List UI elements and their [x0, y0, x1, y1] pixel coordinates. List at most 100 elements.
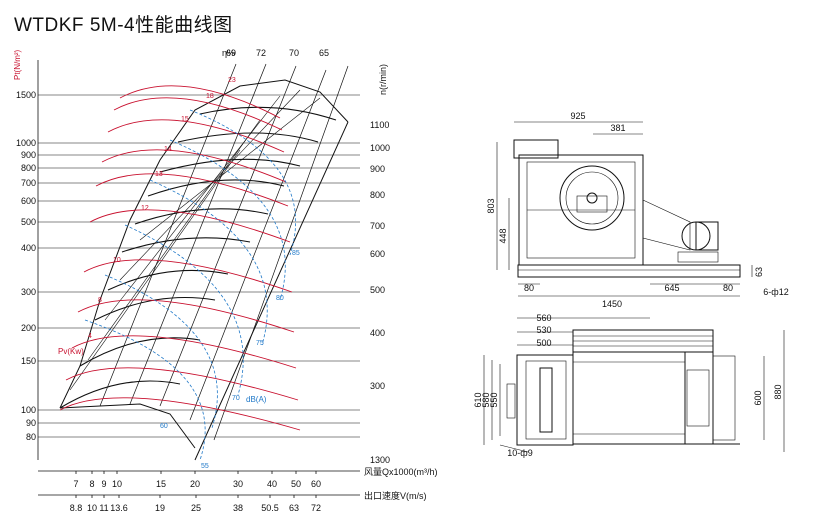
dimension-label: 580: [481, 392, 491, 407]
power-value: 13: [155, 171, 163, 178]
efficiency-line: [99, 63, 237, 407]
x2-tick: 10: [87, 503, 97, 513]
speed-curve: [199, 106, 337, 121]
y-right-tick: 800: [370, 190, 385, 200]
efficiency-lines: [69, 63, 349, 441]
y-right-tick: 1300: [370, 455, 390, 465]
dimension-label: 600: [753, 390, 763, 405]
performance-chart: 1500100090080070060050040030020015010090…: [13, 48, 438, 513]
y-right-tick: 400: [370, 328, 385, 338]
power-curve: [83, 259, 293, 293]
x-tick: 9: [101, 479, 106, 489]
noise-value: 75: [256, 340, 264, 347]
noise-curve: [104, 274, 218, 429]
power-value: 18: [206, 93, 214, 100]
noise-value: 85: [292, 250, 300, 257]
power-curve: [89, 209, 291, 243]
dimension-label: 80: [723, 283, 733, 293]
speed-curve: [177, 132, 319, 143]
efficiency-line: [159, 65, 297, 407]
noise-curve: [189, 109, 296, 256]
efficiency-value: 72: [256, 48, 266, 58]
x-tick: 7: [73, 479, 78, 489]
y-right-tick: 300: [370, 381, 385, 391]
x-tick: 40: [267, 479, 277, 489]
efficiency-line: [104, 95, 281, 321]
x-tick: 15: [156, 479, 166, 489]
x2-tick: 25: [191, 503, 201, 513]
pv-label: Pv(Kw): [58, 347, 84, 356]
x2-tick: 11: [99, 503, 108, 513]
dimension-label: 560: [536, 313, 551, 323]
y-left-tick: 150: [21, 356, 36, 366]
speed-curve: [107, 269, 229, 291]
speed-curve: [159, 158, 301, 173]
noise-curve: [169, 139, 286, 301]
y-left-tick: 1500: [16, 90, 36, 100]
pressure-gridlines: [38, 94, 360, 438]
efficiency-line: [87, 119, 261, 361]
x2-tick: 13.6: [110, 503, 128, 513]
y-left-tick: 80: [26, 432, 36, 442]
dimension-label: 381: [610, 123, 625, 133]
x-axis-label: 风量Qx1000(m³/h): [364, 467, 438, 477]
power-curve: [77, 299, 295, 333]
power-value: 15: [181, 116, 189, 123]
x-tick: 10: [112, 479, 122, 489]
dimension-label: 530: [536, 325, 551, 335]
y-right-tick: 900: [370, 164, 385, 174]
power-value: 12: [141, 205, 149, 212]
y-left-tick: 1000: [16, 138, 36, 148]
x2-tick: 63: [289, 503, 299, 513]
y-right-tick: 500: [370, 285, 385, 295]
x2-axis-label: 出口速度V(m/s): [364, 490, 427, 501]
noise-curve: [124, 224, 244, 396]
dimension-label: 610: [473, 392, 483, 407]
y-left-tick: 900: [21, 150, 36, 160]
dimension-label: 880: [773, 384, 783, 399]
efficiency-value: 69: [226, 48, 236, 58]
power-curve: [107, 119, 285, 153]
power-value: 4: [88, 333, 92, 340]
dimension-label: 448: [498, 228, 508, 243]
efficiency-value: 65: [319, 48, 329, 58]
power-curve: [119, 85, 281, 119]
noise-value: 60: [160, 423, 168, 430]
dimension-label: 500: [536, 338, 551, 348]
power-curve: [95, 173, 289, 207]
y-right-tick: 600: [370, 249, 385, 259]
y-left-tick: 90: [26, 418, 36, 428]
noise-label: dB(A): [246, 395, 267, 404]
x2-tick: 50.5: [261, 503, 279, 513]
efficiency-line: [213, 65, 349, 441]
y-left-tick: 800: [21, 163, 36, 173]
y-right-tick: 700: [370, 221, 385, 231]
power-curve: [71, 335, 297, 369]
power-curves: [59, 85, 301, 431]
noise-value: 80: [276, 295, 284, 302]
x-tick: 30: [233, 479, 243, 489]
x-tick: 60: [311, 479, 321, 489]
x2-tick: 19: [155, 503, 165, 513]
noise-value: 55: [201, 463, 209, 470]
y-left-tick: 100: [21, 405, 36, 415]
dimension-label: 63: [754, 267, 764, 277]
speed-curve: [59, 380, 181, 409]
power-curve: [65, 367, 299, 401]
speed-curves: [59, 106, 337, 409]
power-value: 23: [228, 77, 236, 84]
noise-curves: [84, 109, 296, 461]
dimension-label: 6-ф12: [763, 287, 788, 297]
noise-curve: [149, 179, 268, 346]
y-left-label: Pt(N/m²): [13, 49, 22, 80]
power-value: 10: [113, 257, 121, 264]
y-left-tick: 600: [21, 196, 36, 206]
dimension-label: 803: [486, 198, 496, 213]
page-title: WTDKF 5M-4性能曲线图: [14, 15, 233, 36]
